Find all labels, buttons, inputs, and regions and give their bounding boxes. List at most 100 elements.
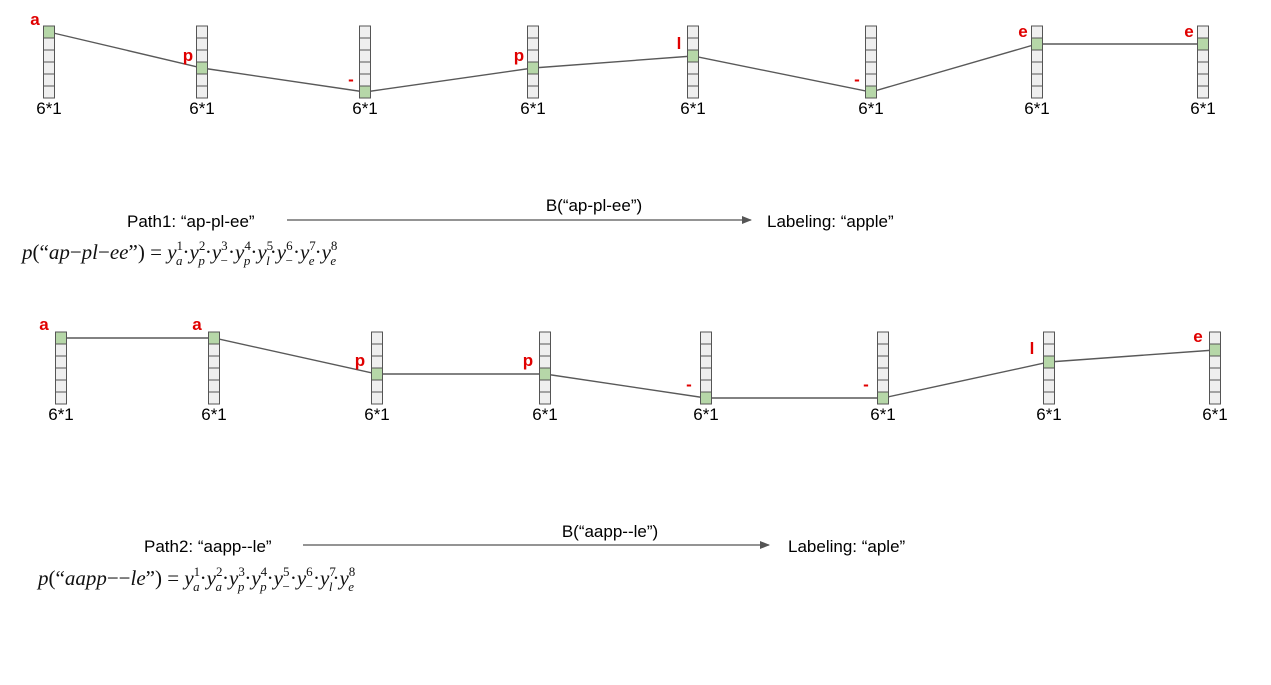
alignment-path-line [48, 31, 1203, 93]
path1-mapping-label: B(“ap-pl-ee”) [546, 196, 642, 215]
cell [1197, 73, 1209, 87]
cell [700, 331, 712, 345]
cell [877, 379, 889, 393]
cell [527, 73, 539, 87]
cell [687, 85, 699, 99]
cell [687, 73, 699, 87]
selected-cell [700, 391, 712, 405]
cell [55, 355, 67, 369]
path2-label: Path2: “aapp--le” [144, 537, 272, 556]
cell [359, 73, 371, 87]
cell [700, 355, 712, 369]
cell [539, 355, 551, 369]
cell [539, 379, 551, 393]
selected-cell [877, 391, 889, 405]
timestep-column: p 6*1 [183, 25, 215, 118]
cell [1031, 61, 1043, 75]
cell [539, 343, 551, 357]
cell [877, 331, 889, 345]
cell [55, 379, 67, 393]
dimension-label: 6*1 [48, 405, 74, 424]
path2-timesteps: a6*1a6*1p6*1p6*1-6*1-6*1l6*1e6*1 [39, 315, 1228, 424]
cell [700, 367, 712, 381]
timestep-column: l6*1 [1030, 331, 1062, 424]
cell [527, 49, 539, 63]
timestep-column: a 6*1 [39, 315, 74, 424]
selected-cell [1197, 37, 1209, 51]
cell [865, 25, 877, 39]
selected-cell [43, 25, 55, 39]
dimension-label: 6*1 [1036, 405, 1062, 424]
selected-cell [527, 61, 539, 75]
timestep-column: -6*1 [686, 331, 719, 424]
timestep-column: a6*1 [192, 315, 227, 424]
cell [196, 73, 208, 87]
cell [865, 61, 877, 75]
timestep-column: p6*1 [523, 331, 558, 424]
cell [1043, 391, 1055, 405]
cell [1043, 367, 1055, 381]
timestep-column: p6*1 [514, 25, 546, 118]
cell [196, 85, 208, 99]
cell [527, 25, 539, 39]
symbol-label: - [854, 70, 860, 89]
cell [55, 343, 67, 357]
dimension-label: 6*1 [189, 99, 215, 118]
dimension-label: 6*1 [693, 405, 719, 424]
timestep-column: p6*1 [355, 331, 390, 424]
dimension-label: 6*1 [36, 99, 62, 118]
cell [1031, 49, 1043, 63]
cell [1043, 379, 1055, 393]
dimension-label: 6*1 [520, 99, 546, 118]
dimension-label: 6*1 [201, 405, 227, 424]
dimension-label: 6*1 [1202, 405, 1228, 424]
symbol-label: l [677, 34, 682, 53]
path2-labeling: Labeling: “aple” [788, 537, 906, 556]
cell [539, 391, 551, 405]
cell [865, 73, 877, 87]
symbol-label: a [39, 315, 49, 334]
timestep-column: -6*1 [348, 25, 378, 118]
timestep-column: e6*1 [1184, 22, 1216, 118]
cell [1197, 61, 1209, 75]
cell [1197, 85, 1209, 99]
selected-cell [539, 367, 551, 381]
cell [1197, 49, 1209, 63]
cell [196, 49, 208, 63]
cell [371, 379, 383, 393]
cell [359, 25, 371, 39]
timestep-column: -6*1 [863, 331, 896, 424]
alignment-path-line [61, 337, 1216, 399]
symbol-label: p [523, 351, 533, 370]
symbol-label: p [183, 46, 193, 65]
selected-cell [208, 331, 220, 345]
cell [371, 391, 383, 405]
path2-mapping: Path2: “aapp--le” B(“aapp--le”) Labeling… [36, 522, 906, 594]
cell [208, 367, 220, 381]
cell [43, 49, 55, 63]
symbol-label: e [1184, 22, 1193, 41]
cell [1209, 355, 1221, 369]
symbol-label: - [863, 375, 869, 394]
cell [1043, 331, 1055, 345]
cell [877, 343, 889, 357]
cell [1031, 73, 1043, 87]
cell [539, 331, 551, 345]
cell [371, 355, 383, 369]
cell [196, 25, 208, 39]
cell [687, 61, 699, 75]
selected-cell [359, 85, 371, 99]
cell [1209, 379, 1221, 393]
cell [208, 343, 220, 357]
timestep-column: l6*1 [677, 25, 706, 118]
cell [359, 37, 371, 51]
cell [55, 367, 67, 381]
cell [43, 73, 55, 87]
cell [877, 355, 889, 369]
cell [865, 37, 877, 51]
symbol-label: e [1193, 327, 1202, 346]
dimension-label: 6*1 [352, 99, 378, 118]
